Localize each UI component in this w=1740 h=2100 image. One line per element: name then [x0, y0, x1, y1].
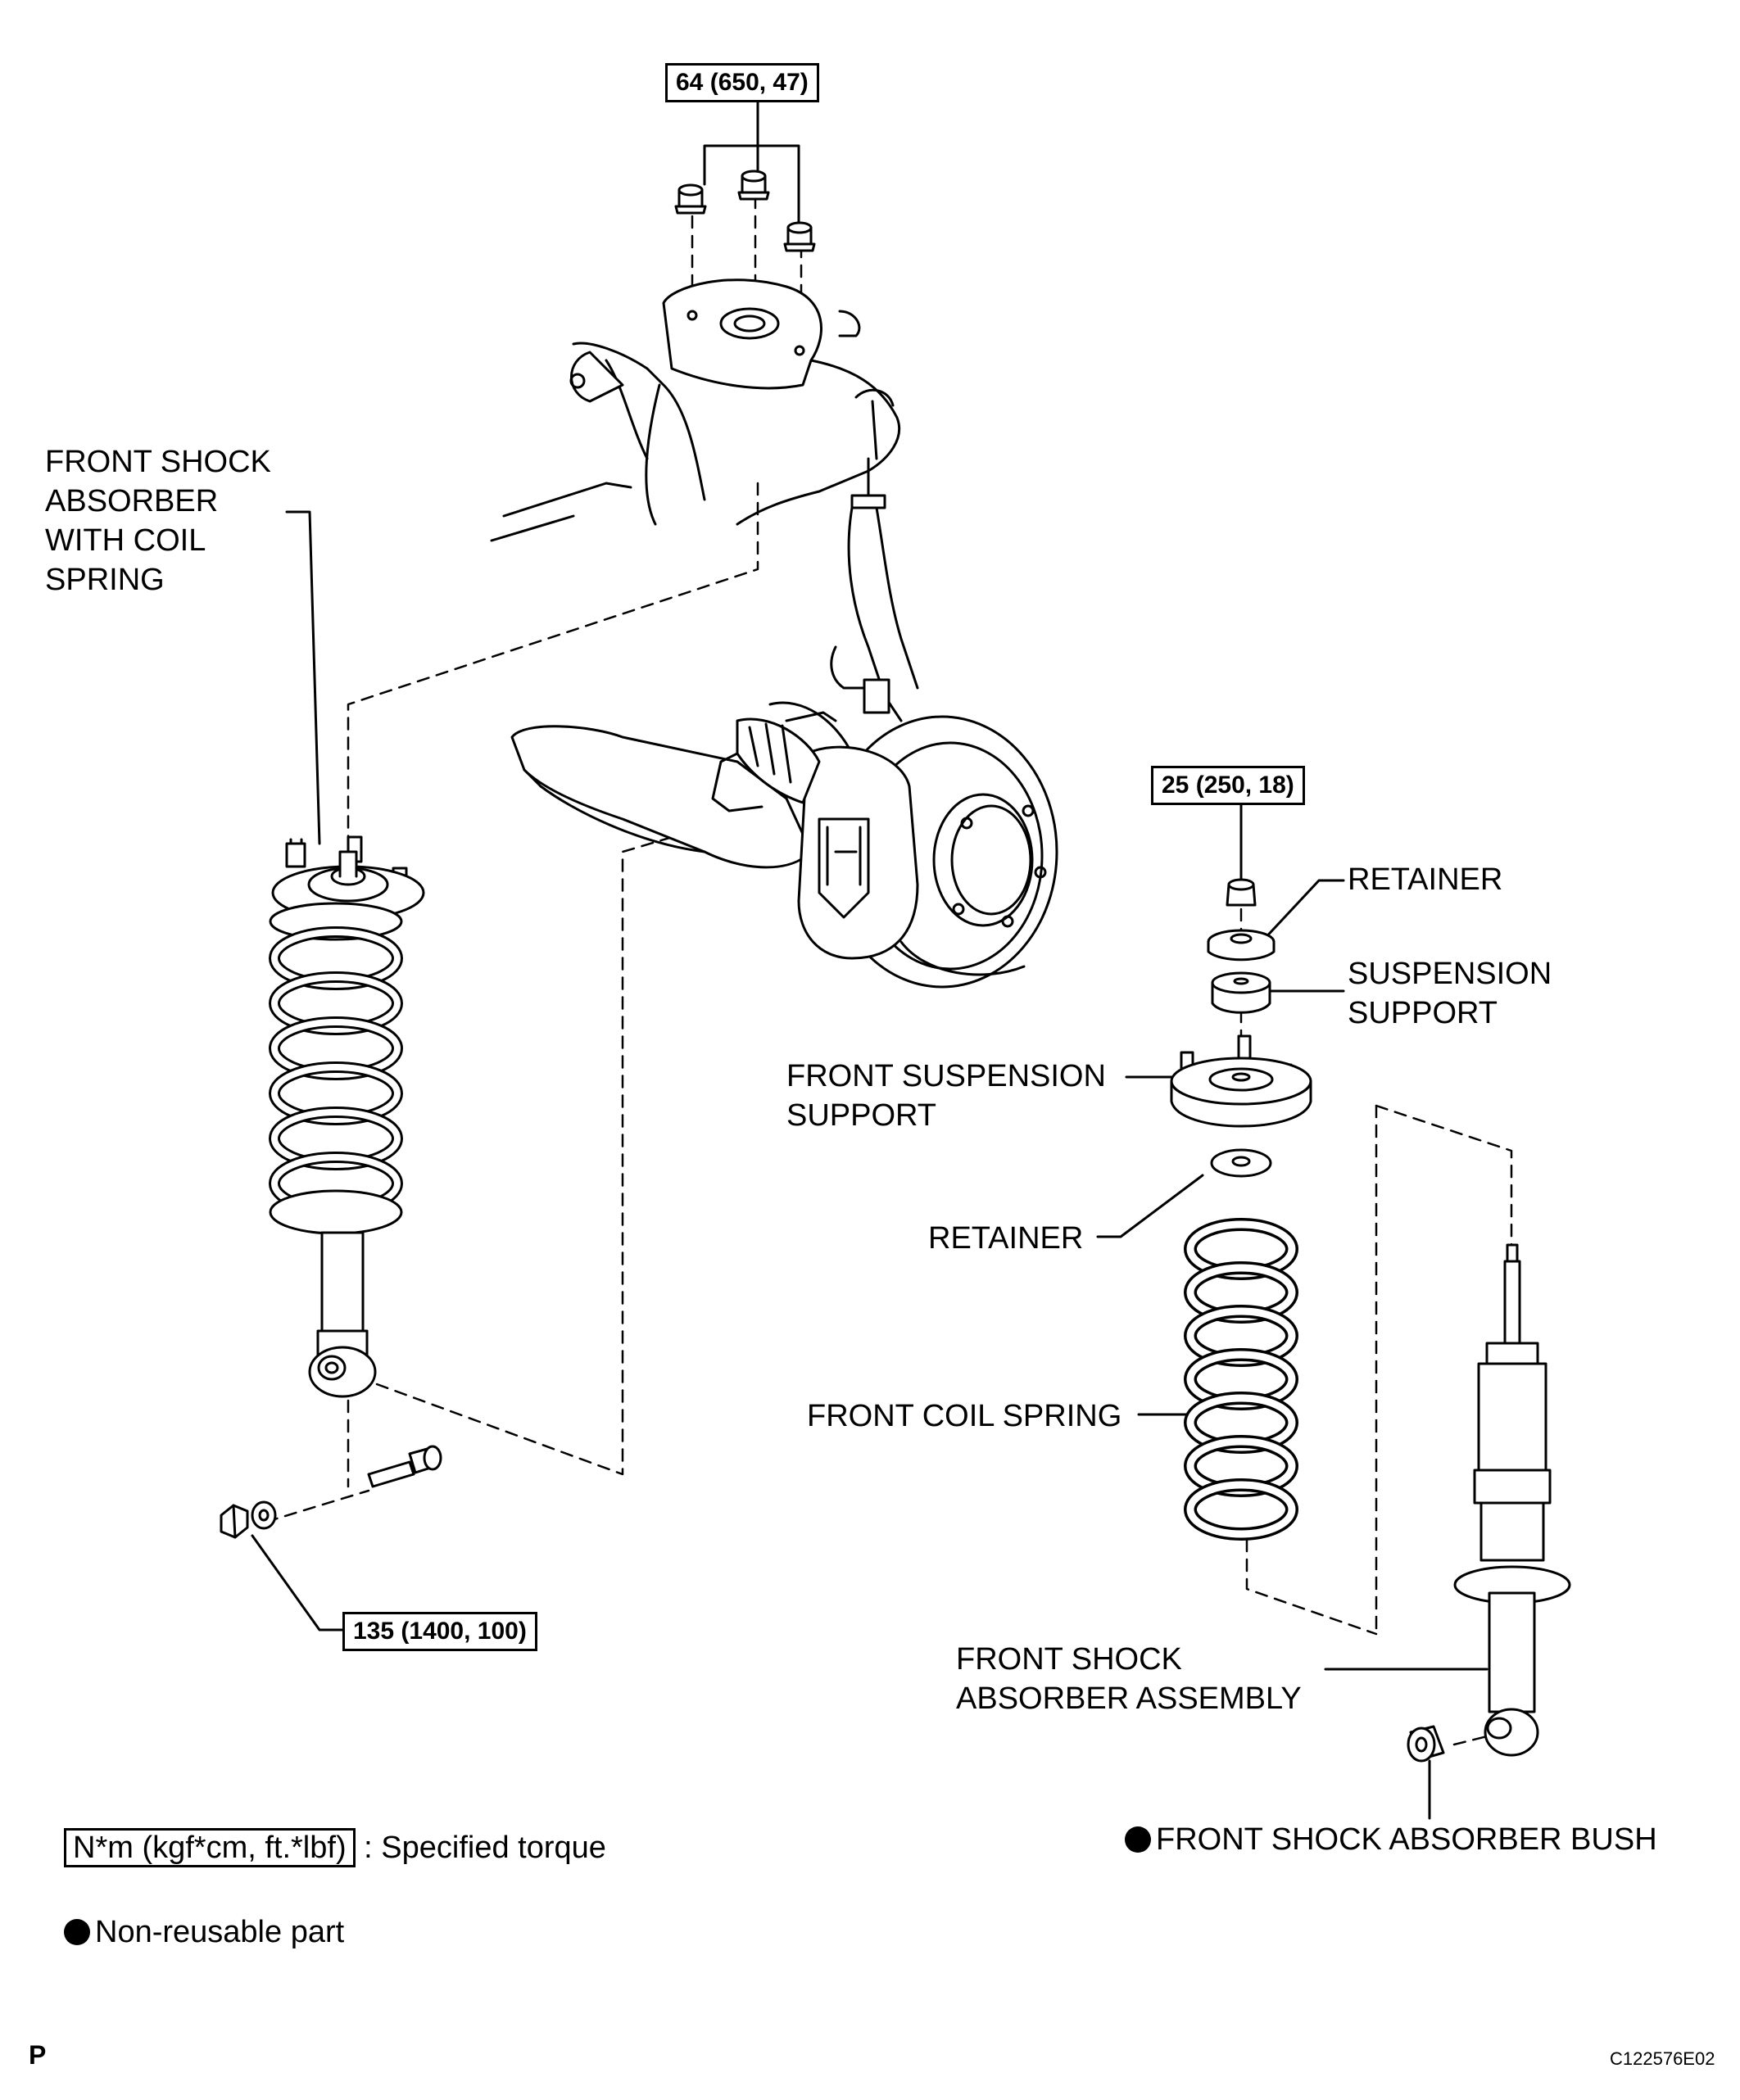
- label-line: SPRING: [45, 563, 165, 597]
- label-line: ABSORBER ASSEMBLY: [956, 1681, 1302, 1716]
- label-front-shock-assembly: FRONT SHOCK ABSORBER ASSEMBLY: [956, 1640, 1302, 1718]
- torque-spec-top-nuts: 64 (650, 47): [665, 63, 819, 102]
- shock-absorber-bush-icon: [1407, 1725, 1445, 1763]
- label-line: FRONT SHOCK: [45, 445, 271, 479]
- legend-torque-unit: N*m (kgf*cm, ft.*lbf): [64, 1828, 356, 1867]
- bush-text: FRONT SHOCK ABSORBER BUSH: [1156, 1822, 1657, 1857]
- non-reusable-dot-icon: [64, 1919, 90, 1945]
- front-shock-assembly-icon: [1453, 1243, 1571, 1757]
- label-line: WITH COIL: [45, 523, 206, 558]
- non-reusable-dot-icon: [1125, 1826, 1151, 1853]
- label-shock-absorber-bush: FRONT SHOCK ABSORBER BUSH: [1125, 1820, 1657, 1859]
- label-retainer-lower: RETAINER: [928, 1221, 1084, 1256]
- brake-caliper-icon: [797, 745, 919, 960]
- suspension-support-icon: [1211, 971, 1271, 1014]
- front-suspension-support-icon: [1170, 1034, 1312, 1128]
- label-line: SUSPENSION: [1348, 957, 1552, 991]
- label-front-coil-spring: FRONT COIL SPRING: [807, 1399, 1122, 1433]
- label-front-suspension-support: FRONT SUSPENSION SUPPORT: [786, 1057, 1106, 1135]
- torque-spec-lower-bolt: 135 (1400, 100): [342, 1612, 537, 1651]
- lower-bolt-icon: [367, 1445, 442, 1488]
- frame-rail: [490, 482, 813, 869]
- top-nuts-icon: [674, 170, 816, 252]
- legend-non-reusable: Non-reusable part: [64, 1912, 344, 1952]
- legend-torque-desc: : Specified torque: [364, 1831, 606, 1865]
- legend-torque: N*m (kgf*cm, ft.*lbf) : Specified torque: [64, 1828, 606, 1867]
- label-line: SUPPORT: [786, 1098, 937, 1133]
- label-retainer-upper: RETAINER: [1348, 862, 1503, 897]
- label-suspension-support: SUSPENSION SUPPORT: [1348, 954, 1552, 1033]
- upper-control-arm: [569, 278, 901, 526]
- label-line: ABSORBER: [45, 484, 219, 518]
- lower-nut-icon: [220, 1504, 249, 1539]
- front-coil-spring-icon: [1184, 1218, 1298, 1541]
- legend-non-reusable-text: Non-reusable part: [95, 1915, 345, 1949]
- label-line: FRONT SHOCK: [956, 1642, 1182, 1677]
- footer-code: P: [29, 2040, 47, 2070]
- drive-boot-icon: [711, 717, 821, 812]
- label-shock-with-spring: FRONT SHOCK ABSORBER WITH COIL SPRING: [45, 442, 271, 600]
- leader-lines: [251, 97, 1489, 1820]
- shock-with-coil-spring-icon: [269, 835, 425, 1398]
- washer-icon: [251, 1500, 277, 1530]
- upper-nut-icon: [1226, 878, 1257, 907]
- figure-id: C122576E02: [1610, 2048, 1715, 2069]
- retainer-lower-icon: [1210, 1148, 1272, 1178]
- retainer-upper-icon: [1207, 929, 1276, 962]
- torque-spec-upper-nut: 25 (250, 18): [1151, 766, 1305, 805]
- label-line: SUPPORT: [1348, 996, 1498, 1030]
- label-line: FRONT SUSPENSION: [786, 1059, 1106, 1093]
